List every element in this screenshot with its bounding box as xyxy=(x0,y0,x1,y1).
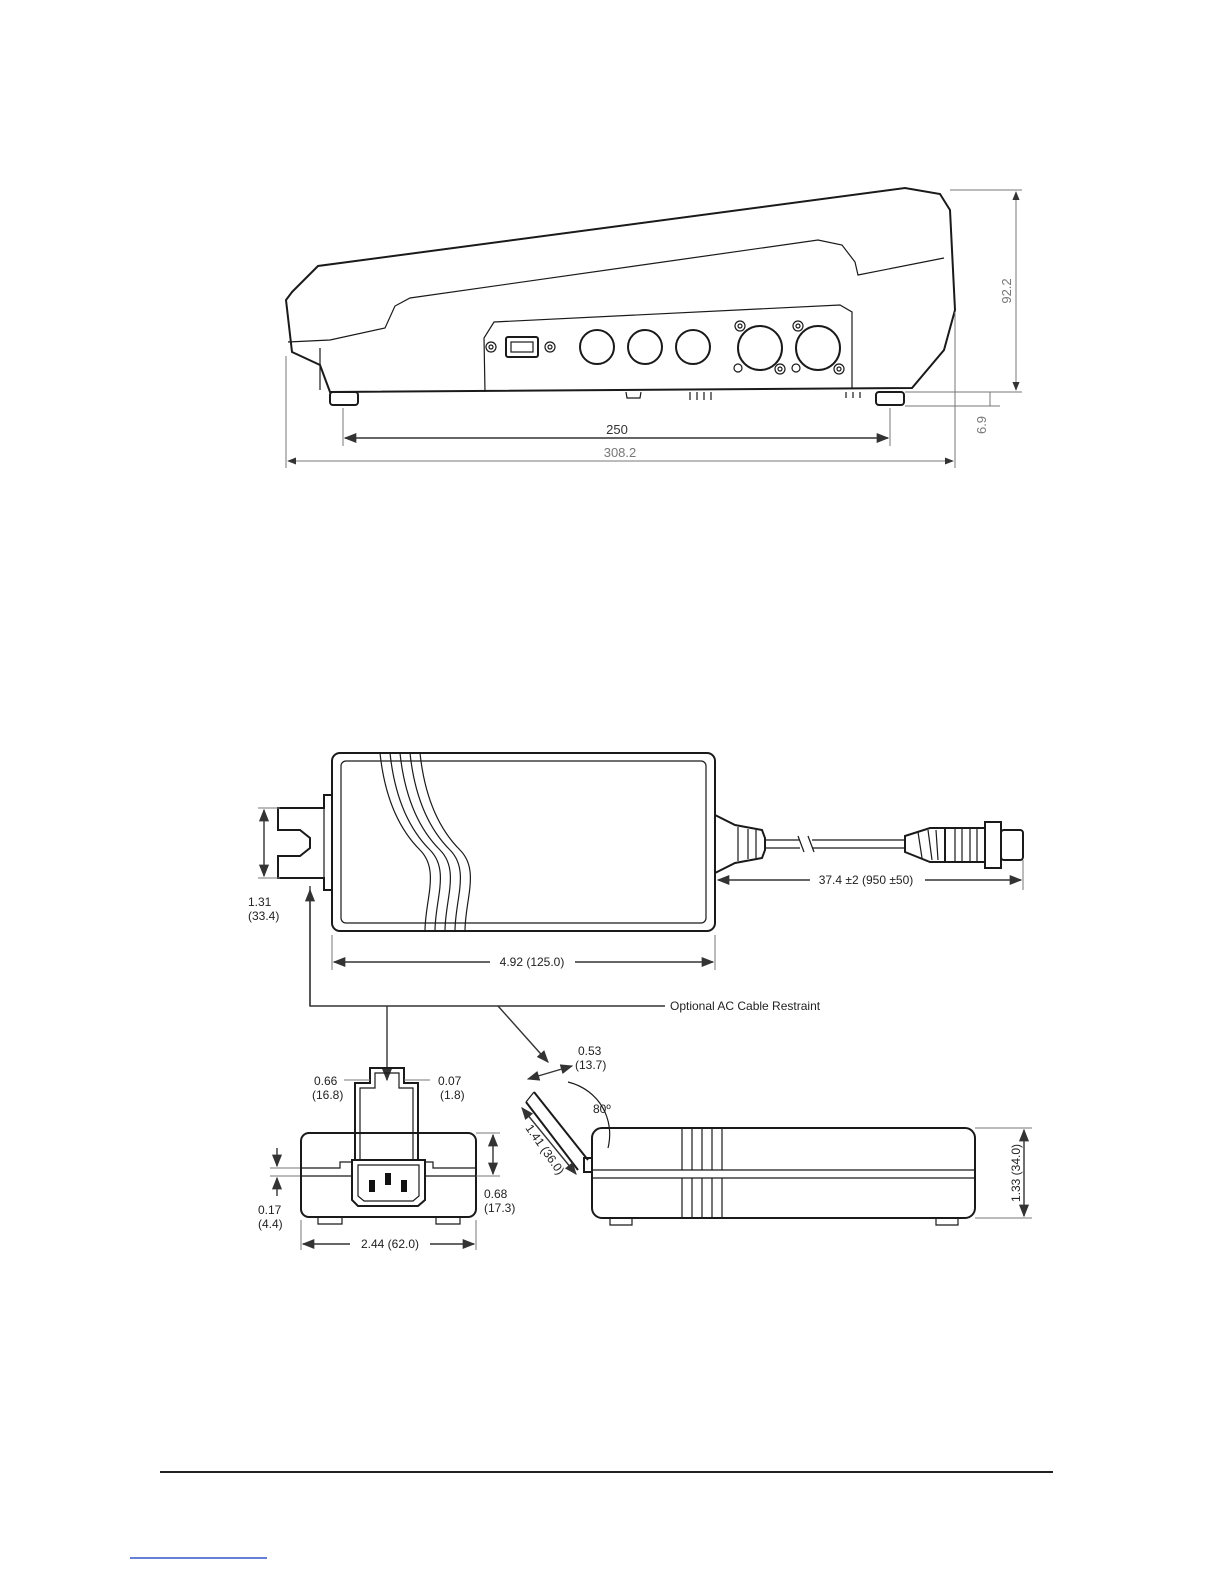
psu-side-body xyxy=(592,1128,975,1218)
psu-side-view: 80º 0.53 (13.7) 1.41 (36.0) 1.33 (34.0) xyxy=(522,1044,1032,1225)
dim-clip-length: 1.41 (36.0) xyxy=(523,1122,568,1178)
dim-clip-thickness-in: 0.07 xyxy=(438,1074,462,1088)
dim-clip-depth-in: 0.53 xyxy=(578,1044,602,1058)
dim-feet-spacing: 250 xyxy=(606,422,628,437)
dim-end-offset-mm: (4.4) xyxy=(258,1217,283,1231)
dc-cable xyxy=(765,840,800,848)
restraint-clip-side xyxy=(584,1158,592,1172)
dim-restraint-height-mm: (33.4) xyxy=(248,909,279,923)
dim-end-height-in: 0.68 xyxy=(484,1187,508,1201)
iec-inlet-icon xyxy=(352,1160,425,1206)
dim-restraint-height-in: 1.31 xyxy=(248,895,272,909)
dim-end-height-mm: (17.3) xyxy=(484,1201,515,1215)
console-side-view: 250 308.2 92.2 6.9 xyxy=(286,188,1022,468)
dim-side-height: 1.33 (34.0) xyxy=(1009,1144,1023,1202)
callout-restraint: Optional AC Cable Restraint xyxy=(670,999,821,1013)
strain-relief xyxy=(715,815,765,873)
dim-clip-angle: 80º xyxy=(593,1102,611,1116)
dim-foot-height: 6.9 xyxy=(974,416,989,434)
dim-clip-depth-mm: (13.7) xyxy=(575,1058,606,1072)
dim-clip-width-mm: (16.8) xyxy=(312,1088,343,1102)
dim-body-length: 4.92 (125.0) xyxy=(500,955,565,969)
dim-end-width: 2.44 (62.0) xyxy=(361,1237,419,1251)
psu-body xyxy=(332,753,715,931)
psu-end-view: 0.66 (16.8) 0.07 (1.8) 0.17 (4.4) 0.68 (… xyxy=(258,1068,515,1251)
dim-overall-length: 308.2 xyxy=(604,445,637,460)
dc-connector-icon xyxy=(905,822,1023,868)
rubber-foot xyxy=(330,392,358,405)
dim-cable-length: 37.4 ±2 (950 ±50) xyxy=(819,873,914,887)
dim-clip-thickness-mm: (1.8) xyxy=(440,1088,465,1102)
dim-end-offset-in: 0.17 xyxy=(258,1203,282,1217)
dim-clip-width-in: 0.66 xyxy=(314,1074,338,1088)
psu-top-view: 1.31 (33.4) 37.4 ±2 (950 ±50) 4.92 (125.… xyxy=(248,753,1023,1080)
console-housing xyxy=(286,188,955,392)
dim-height: 92.2 xyxy=(999,278,1014,303)
rubber-foot xyxy=(876,392,904,405)
